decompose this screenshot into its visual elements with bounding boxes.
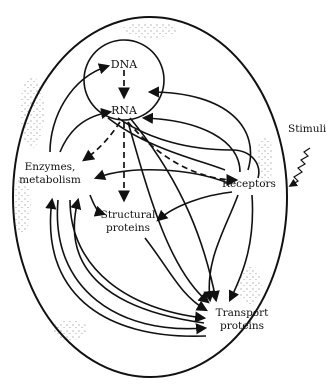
label-stimuli: Stimuli	[288, 123, 327, 135]
arrow-enzymes-to-dna	[50, 66, 108, 152]
label-transport-proteins: proteins	[220, 320, 264, 332]
arrow-enzymes-to-rna	[60, 112, 110, 152]
label-metabolism: metabolism	[19, 174, 81, 186]
arc-rna-right-2	[108, 118, 225, 170]
arrow-receptors-to-rna	[144, 118, 240, 172]
label-structural-proteins: proteins	[106, 222, 150, 234]
arrow-receptors-to-enzymes	[96, 170, 228, 183]
label-receptors: Receptors	[222, 178, 276, 190]
arrow-receptors-to-structural	[158, 192, 232, 220]
arrow-receptors-to-dna	[150, 92, 251, 170]
label-structural: Structural	[101, 209, 156, 221]
arrow-structural-to-transport	[145, 238, 206, 310]
arrow-receptors-to-transport-1	[209, 195, 238, 300]
label-transport: Transport	[216, 307, 269, 319]
label-enzymes: Enzymes,	[25, 161, 76, 173]
stimuli-arrow	[290, 148, 310, 186]
label-rna: RNA	[111, 104, 138, 117]
label-dna: DNA	[111, 58, 138, 71]
arc-rna-right-1	[118, 118, 259, 178]
arrow-rna-to-enzymes	[84, 122, 120, 160]
